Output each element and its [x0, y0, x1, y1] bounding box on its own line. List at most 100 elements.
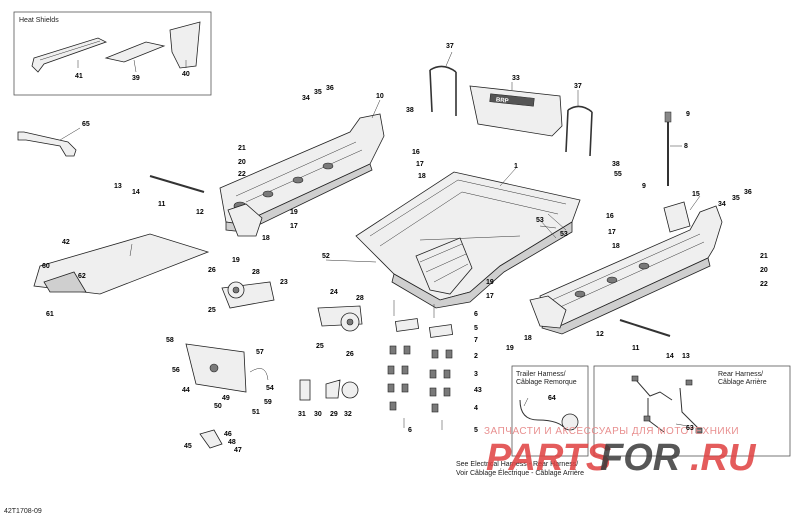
callout-28b: 28 [356, 295, 364, 302]
callout-18c: 18 [612, 243, 620, 250]
callout-12b: 12 [596, 331, 604, 338]
callout-12a: 12 [196, 209, 204, 216]
callout-44: 44 [182, 387, 190, 394]
trailer-harness-label-2: Câblage Remorque [516, 379, 577, 386]
callout-48: 48 [228, 439, 236, 446]
see-note-line-1: See Electrical Harness - Rear Harness/ [456, 461, 578, 468]
callout-13a: 13 [114, 183, 122, 190]
callout-19c: 19 [486, 279, 494, 286]
callout-20a: 20 [238, 159, 246, 166]
trailer-harness-label-1: Trailer Harness/ [516, 371, 566, 378]
axle-rod-11-right [619, 319, 671, 337]
diagram-code: 42T1708-09 [4, 508, 42, 515]
callout-57: 57 [256, 349, 264, 356]
rear-harness-box [593, 365, 791, 457]
callout-13b: 13 [682, 353, 690, 360]
callout-61: 61 [46, 311, 54, 318]
callout-4: 4 [474, 405, 478, 412]
callout-36b: 36 [744, 189, 752, 196]
callout-42: 42 [62, 239, 70, 246]
callout-25b: 25 [316, 343, 324, 350]
hardware-column [387, 300, 454, 430]
callout-23: 23 [280, 279, 288, 286]
callout-29: 29 [330, 411, 338, 418]
axle-rod-11-left [149, 175, 205, 193]
callout-16b: 16 [606, 213, 614, 220]
callout-17d: 17 [486, 293, 494, 300]
callout-56: 56 [172, 367, 180, 374]
callout-35b: 35 [732, 195, 740, 202]
callout-46: 46 [224, 431, 232, 438]
callout-62: 62 [78, 273, 86, 280]
callout-31: 31 [298, 411, 306, 418]
callout-47: 47 [234, 447, 242, 454]
callout-40: 40 [182, 71, 190, 78]
callout-18a: 18 [262, 235, 270, 242]
callout-49: 49 [222, 395, 230, 402]
grab-handle-37-right [565, 105, 593, 157]
callout-19d: 19 [506, 345, 514, 352]
callout-65: 65 [82, 121, 90, 128]
callout-55: 55 [614, 171, 622, 178]
brand-plate-text: BRP [496, 97, 509, 104]
callout-21a: 21 [238, 145, 246, 152]
callout-63: 63 [686, 425, 694, 432]
callout-30: 30 [314, 411, 322, 418]
callout-2: 2 [474, 353, 478, 360]
right-rail-15 [529, 201, 723, 335]
callout-33: 33 [512, 75, 520, 82]
callout-41: 41 [75, 73, 83, 80]
rear-harness-label-2: Câblage Arrière [718, 379, 767, 386]
callout-37b: 37 [574, 83, 582, 90]
callout-53a: 53 [536, 217, 544, 224]
callout-18d: 18 [524, 335, 532, 342]
center-frame-body [355, 171, 581, 301]
callout-64: 64 [548, 395, 556, 402]
callout-17b: 17 [416, 161, 424, 168]
callout-38b: 38 [612, 161, 620, 168]
callout-1: 1 [514, 163, 518, 170]
watermark-tagline: ЗАПЧАСТИ И АКСЕССУАРЫ ДЛЯ МОТОТЕХНИКИ [484, 426, 739, 437]
heat-shields-box [13, 11, 212, 96]
watermark-brand-a: PARTS [486, 437, 611, 479]
callout-54: 54 [266, 385, 274, 392]
see-note-line-2: Voir Câblage Électrique - Câblage Arrièr… [456, 468, 584, 477]
callout-20b: 20 [760, 267, 768, 274]
heat-shield-40 [169, 21, 201, 69]
part-29 [325, 379, 341, 399]
bracket-65 [17, 131, 77, 157]
callout-35a: 35 [314, 89, 322, 96]
left-rail-hitch-end [227, 203, 263, 237]
cap-32 [341, 381, 359, 399]
callout-25a: 25 [208, 307, 216, 314]
watermark-brand-c: .RU [690, 437, 757, 479]
callout-9b: 9 [642, 183, 646, 190]
callout-11a: 11 [158, 201, 166, 208]
callout-26a: 26 [208, 267, 216, 274]
callout-14a: 14 [132, 189, 140, 196]
heat-shield-39 [104, 41, 166, 63]
callout-5b: 5 [474, 427, 478, 434]
callout-8: 8 [684, 143, 688, 150]
clip-31 [299, 379, 311, 401]
callout-19b: 19 [232, 257, 240, 264]
grab-handle-37-left [429, 65, 457, 116]
callout-10: 10 [376, 93, 384, 100]
callout-50: 50 [214, 403, 222, 410]
rear-plate-body [469, 85, 563, 137]
callout-labels: 41 39 40 65 37 33 37 38 38 55 9 8 9 34 3… [42, 43, 768, 454]
callout-11b: 11 [632, 345, 640, 352]
callout-14b: 14 [666, 353, 674, 360]
callout-22b: 22 [760, 281, 768, 288]
heat-shields-title: Heat Shields [19, 17, 59, 24]
callout-34b: 34 [718, 201, 726, 208]
callout-28a: 28 [252, 269, 260, 276]
callout-leaders [129, 51, 701, 427]
trailer-harness-box [511, 365, 589, 457]
callout-38a: 38 [406, 107, 414, 114]
rear-harness-label-1: Rear Harness/ [718, 371, 763, 378]
callout-24: 24 [330, 289, 338, 296]
callout-6b: 6 [408, 427, 412, 434]
